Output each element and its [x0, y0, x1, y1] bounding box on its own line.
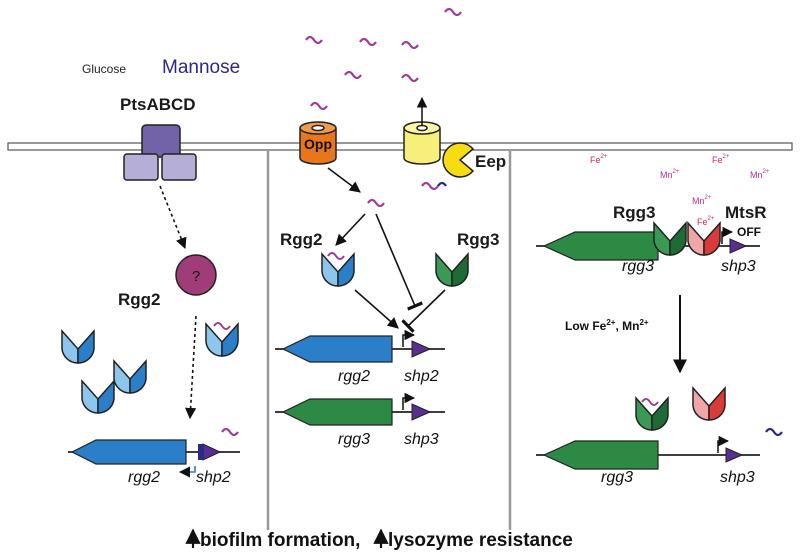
panel1-promoter: [178, 466, 196, 478]
panel3-bound-peptide: [641, 398, 659, 406]
panel2-rgg2-gene: [281, 335, 393, 363]
panel2-rgg2-dimer: [321, 252, 355, 287]
processed-peptide-tail: [437, 181, 447, 187]
panel2-rgg2-label: Rgg2: [280, 230, 323, 249]
peptide-inhibits-rgg3-line: [375, 213, 423, 311]
panel3-off-label: OFF: [737, 225, 761, 239]
bound-peptide: [213, 322, 231, 330]
panel2-rgg3-gene: [281, 398, 393, 426]
panel2-gene-shp2: shp2: [404, 368, 439, 385]
footer-lysozyme: lysozyme resistance: [388, 530, 573, 551]
opp-import-arrow: [327, 167, 361, 193]
footer-biofilm: biofilm formation,: [200, 530, 360, 551]
panel3-gene-shp3-top: shp3: [721, 258, 756, 275]
ion-fe: Fe2+: [590, 154, 608, 165]
peptide: [344, 70, 362, 80]
opp-transporter: [299, 121, 337, 165]
cell-membrane: [7, 142, 793, 151]
panel3-mtsr-dimer-bound: [687, 221, 721, 256]
processed-peptide: [421, 181, 439, 191]
pts-label: PtsABCD: [120, 95, 196, 114]
imported-peptide: [367, 198, 385, 208]
peptide: [401, 40, 419, 50]
panel2-shp2-promoter: [402, 329, 416, 347]
panel3-off-promoter: [721, 226, 734, 244]
panel3-gene-rgg3-bottom: rgg3: [601, 469, 633, 486]
panel2-shp2-gene: [411, 340, 432, 358]
panel3-mtsr-label: MtsR: [725, 203, 767, 222]
metal-ions: Fe2+ Mn2+ Fe2+ Mn2+ Mn2+ Fe2+: [590, 154, 770, 227]
ion-mn: Mn2+: [750, 169, 770, 180]
glucose-signal-arrow: [159, 185, 187, 250]
eep-label: Eep: [475, 152, 506, 171]
panel3-gene-shp3-bottom: shp3: [720, 469, 755, 486]
ion-fe: Fe2+: [697, 216, 715, 227]
panel1-gene-shp2: shp2: [196, 469, 231, 486]
panel2-bound-peptide: [327, 252, 345, 260]
panel2-shp3-promoter: [402, 392, 416, 410]
ion-fe: Fe2+: [712, 154, 730, 165]
panel3-gene-rgg3-top: rgg3: [622, 258, 654, 275]
extracellular-peptides: [305, 7, 462, 111]
panel2-rgg3-dimer: [435, 252, 469, 287]
panel1-gene-rgg2: rgg2: [128, 469, 160, 486]
unknown-to-shp2-arrow: [185, 315, 197, 420]
peptide: [305, 35, 323, 45]
panel3-free-peptide: [765, 427, 783, 437]
panel2-shp3-gene: [411, 403, 432, 421]
peptide-to-rgg2-arrow: [335, 213, 366, 246]
panel3-shp3-gene-bottom: [725, 447, 744, 463]
ion-mn: Mn2+: [660, 169, 680, 180]
eep-cylinder: [403, 121, 441, 165]
ion-mn: Mn2+: [692, 195, 712, 206]
unknown-factor-label: ?: [192, 268, 200, 285]
footer-phenotype: biofilm formation, lysozyme resistance: [185, 528, 573, 551]
panel3-rgg3-dimer-bound: [653, 221, 687, 256]
panel3-shp3-gene-top: [729, 238, 748, 254]
panel2-gene-shp3: shp3: [404, 431, 439, 448]
rgg3-represses-shp2-line: [401, 289, 446, 333]
eep-protease: [442, 142, 475, 178]
peptide: [444, 7, 462, 17]
panel3-rgg3-label: Rgg3: [613, 203, 656, 222]
panel1-shp2-box: [198, 444, 204, 460]
panel3-mtsr-dimer-free: [692, 386, 726, 421]
panel1-free-peptide: [221, 427, 239, 437]
panel3-rgg3-dimer-free: [635, 396, 669, 431]
panel1-rgg2-gene: [70, 439, 187, 465]
opp-label: Opp: [304, 136, 332, 152]
unknown-factor: [175, 254, 217, 296]
mannose-label: Mannose: [162, 57, 240, 78]
panel1-rgg2-dimers: [61, 322, 239, 414]
panel2-gene-rgg3: rgg3: [338, 431, 370, 448]
panel3-rgg3-gene-top: [542, 231, 659, 261]
panel1-shp2-gene: [202, 443, 222, 461]
low-metal-condition-label: Low Fe2+, Mn2+: [565, 318, 649, 333]
pts-transporter: [123, 124, 197, 181]
panel3-rgg3-gene-bottom: [542, 440, 659, 470]
panel1-rgg2-label: Rgg2: [118, 290, 161, 309]
glucose-label: Glucose: [82, 62, 126, 76]
panel2-gene-rgg2: rgg2: [338, 368, 370, 385]
peptide: [401, 73, 419, 83]
peptide: [310, 101, 328, 111]
rgg2-activates-shp2-arrow: [354, 289, 399, 329]
peptide: [359, 37, 377, 47]
panel3-shp3-promoter-bottom: [717, 435, 730, 453]
panel2-rgg3-label: Rgg3: [457, 230, 500, 249]
